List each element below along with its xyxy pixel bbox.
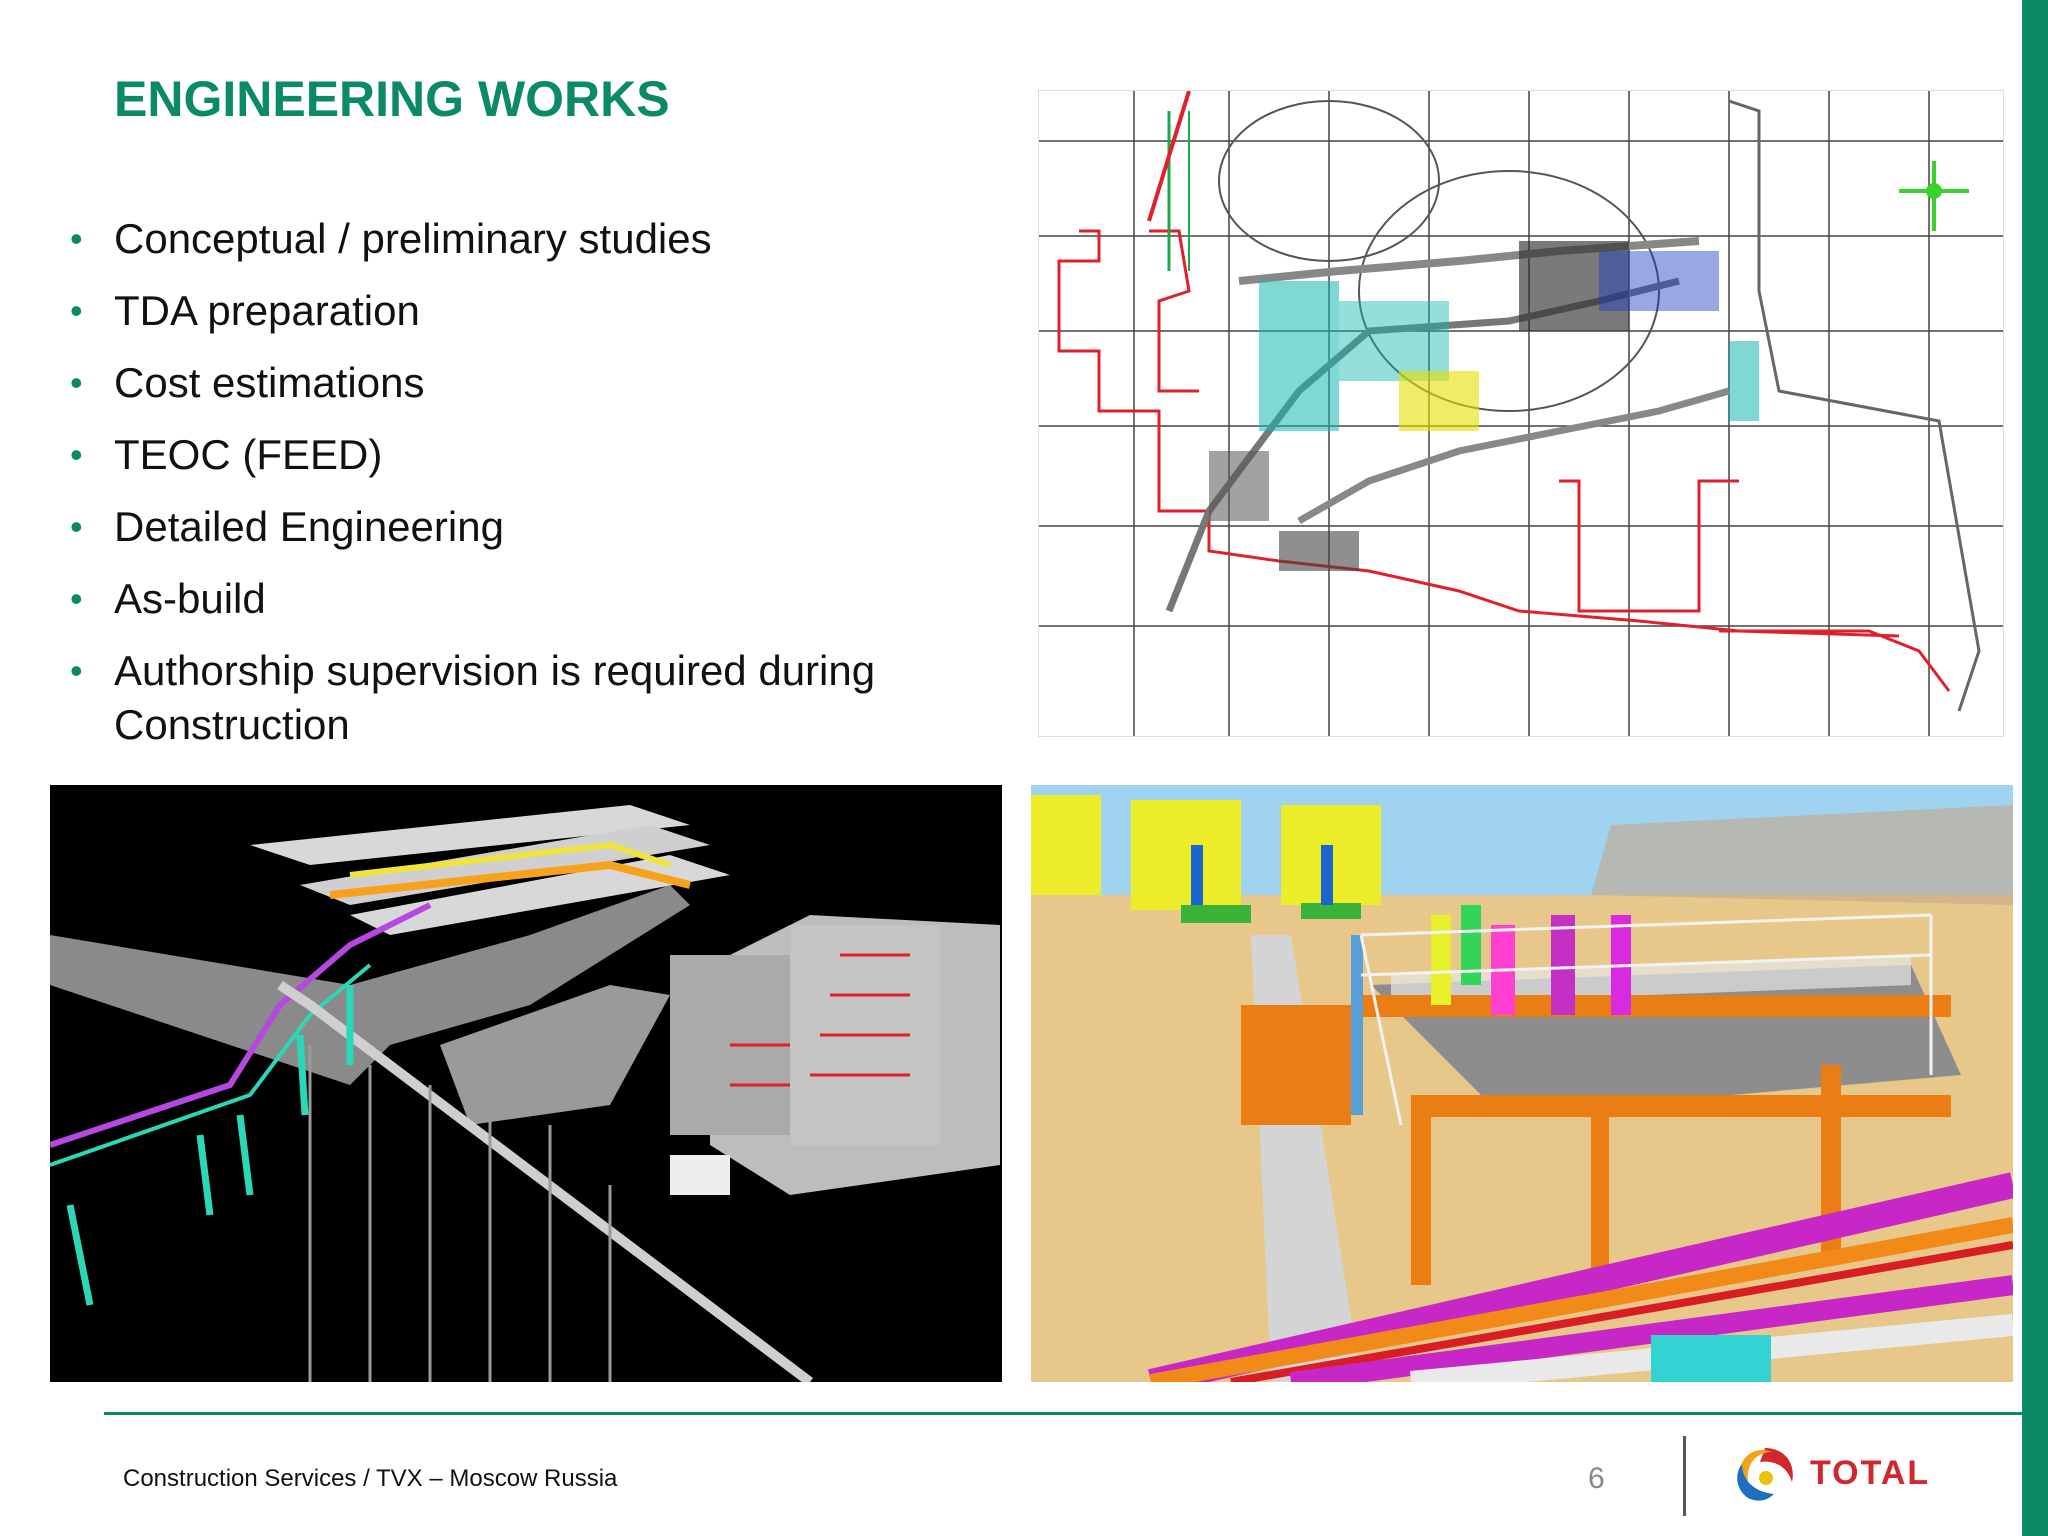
- bullet-text: TDA preparation: [114, 287, 420, 334]
- 3d-model-view-wellhead-platform: [1031, 785, 2013, 1382]
- slide-title: ENGINEERING WORKS: [114, 71, 670, 127]
- model-b-svg: [1031, 785, 2013, 1382]
- bullet-item: • Conceptual / preliminary studies: [70, 212, 970, 266]
- total-logo-text: TOTAL: [1810, 1454, 1931, 1492]
- footer-divider-line: [104, 1412, 2022, 1415]
- bullet-icon: •: [70, 362, 83, 403]
- bullet-item: • TEOC (FEED): [70, 428, 970, 482]
- bullet-text: As-build: [114, 575, 266, 622]
- bullet-item: • Detailed Engineering: [70, 500, 970, 554]
- bullet-item: • As-build: [70, 572, 970, 626]
- plant-layout-svg: [1039, 91, 2003, 736]
- right-accent-bar: [2022, 0, 2048, 1536]
- bullet-icon: •: [70, 650, 83, 691]
- bullet-item: • Authorship supervision is required duri…: [70, 644, 970, 752]
- bullet-text: Cost estimations: [114, 359, 425, 406]
- footer-text: Construction Services / TVX – Moscow Rus…: [123, 1465, 618, 1492]
- bullet-list: • Conceptual / preliminary studies • TDA p…: [70, 212, 970, 770]
- bullet-icon: •: [70, 434, 83, 475]
- bullet-icon: •: [70, 506, 83, 547]
- plant-layout-drawing: [1038, 90, 2004, 737]
- bullet-text: Authorship supervision is required durin…: [114, 647, 876, 748]
- footer-vertical-divider: [1683, 1436, 1686, 1516]
- page-number: 6: [1588, 1462, 1605, 1495]
- bullet-icon: •: [70, 290, 83, 331]
- bullet-icon: •: [70, 218, 83, 259]
- total-logo-icon: [1737, 1448, 1793, 1501]
- total-logo: TOTAL: [1730, 1438, 1940, 1516]
- bullet-icon: •: [70, 578, 83, 619]
- 3d-model-view-pipe-rack: [50, 785, 1002, 1382]
- bullet-text: TEOC (FEED): [114, 431, 383, 478]
- bullet-item: • Cost estimations: [70, 356, 970, 410]
- model-a-svg: [50, 785, 1002, 1382]
- bullet-text: Conceptual / preliminary studies: [114, 215, 712, 262]
- bullet-text: Detailed Engineering: [114, 503, 504, 550]
- bullet-item: • TDA preparation: [70, 284, 970, 338]
